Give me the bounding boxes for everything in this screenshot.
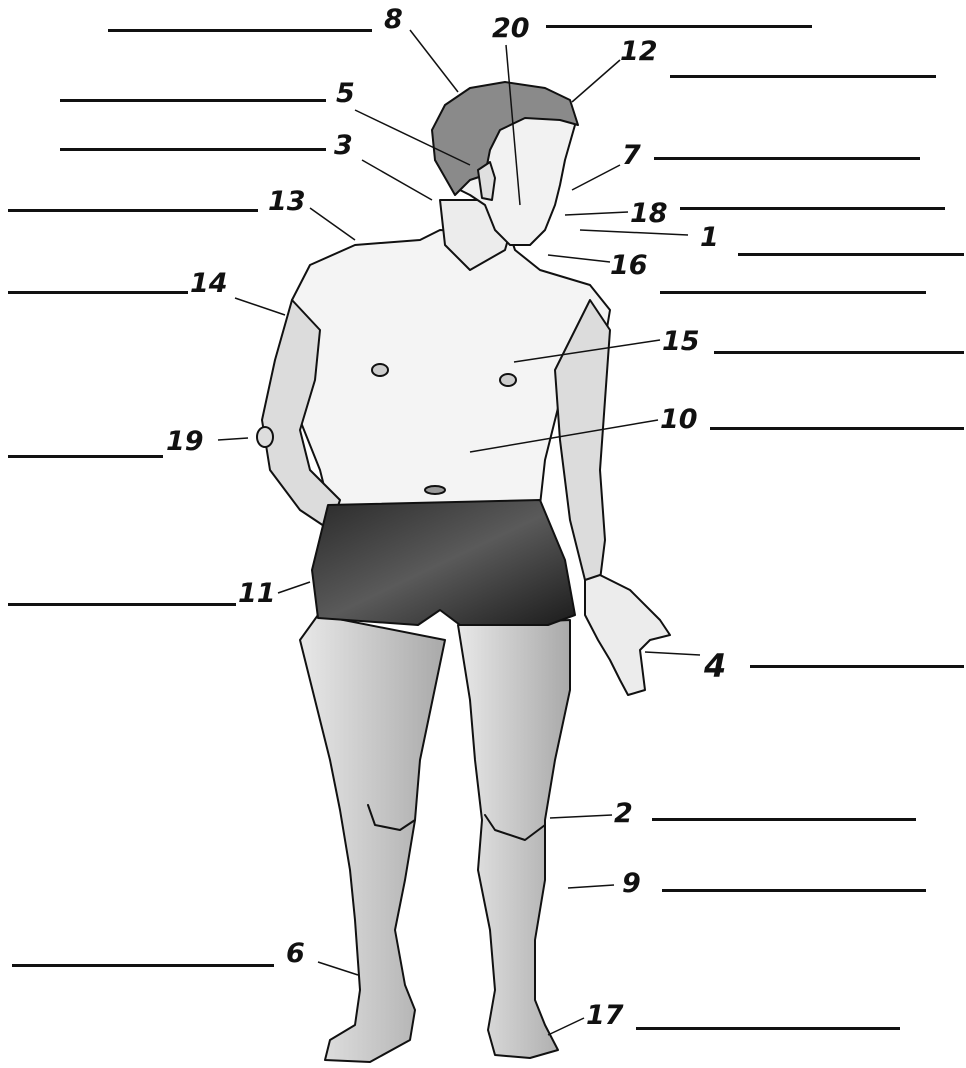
answer-line-16[interactable] xyxy=(660,291,926,294)
label-10: 10 xyxy=(660,406,698,433)
answer-line-11[interactable] xyxy=(8,603,236,606)
label-20: 20 xyxy=(492,15,530,42)
answer-line-9[interactable] xyxy=(662,889,926,892)
label-18: 18 xyxy=(630,200,668,227)
answer-line-12[interactable] xyxy=(670,75,936,78)
answer-line-13[interactable] xyxy=(8,209,258,212)
label-11: 11 xyxy=(238,580,276,607)
answer-line-8[interactable] xyxy=(108,29,372,32)
label-17: 17 xyxy=(586,1002,624,1029)
label-15: 15 xyxy=(662,328,700,355)
label-12: 12 xyxy=(620,38,658,65)
label-19: 19 xyxy=(166,428,204,455)
answer-line-6[interactable] xyxy=(12,964,274,967)
figure xyxy=(257,82,670,1062)
label-5: 5 xyxy=(336,80,355,107)
right-leg xyxy=(458,620,570,1058)
nipple-right xyxy=(500,374,516,386)
answer-line-18[interactable] xyxy=(680,207,945,210)
left-leg xyxy=(300,615,445,1062)
answer-line-14[interactable] xyxy=(8,291,188,294)
answer-line-17[interactable] xyxy=(636,1027,900,1030)
shorts xyxy=(312,500,575,625)
elbow xyxy=(257,427,273,447)
label-16: 16 xyxy=(610,252,648,279)
answer-line-3[interactable] xyxy=(60,148,326,151)
label-9: 9 xyxy=(622,870,641,897)
answer-line-20[interactable] xyxy=(546,25,812,28)
label-1: 1 xyxy=(700,224,719,251)
answer-line-1[interactable] xyxy=(738,253,964,256)
right-hand xyxy=(585,575,670,695)
answer-line-7[interactable] xyxy=(654,157,920,160)
answer-line-5[interactable] xyxy=(60,99,326,102)
answer-line-2[interactable] xyxy=(652,818,916,821)
ear xyxy=(478,162,495,200)
answer-line-15[interactable] xyxy=(714,351,964,354)
label-6: 6 xyxy=(286,940,305,967)
label-13: 13 xyxy=(268,188,306,215)
label-8: 8 xyxy=(384,6,403,33)
label-4: 4 xyxy=(704,650,726,682)
answer-line-19[interactable] xyxy=(8,455,163,458)
answer-line-4[interactable] xyxy=(750,665,964,668)
label-14: 14 xyxy=(190,270,228,297)
answer-line-10[interactable] xyxy=(710,427,964,430)
navel xyxy=(425,486,445,494)
label-2: 2 xyxy=(614,800,633,827)
nipple-left xyxy=(372,364,388,376)
label-3: 3 xyxy=(334,132,353,159)
label-7: 7 xyxy=(622,142,641,169)
